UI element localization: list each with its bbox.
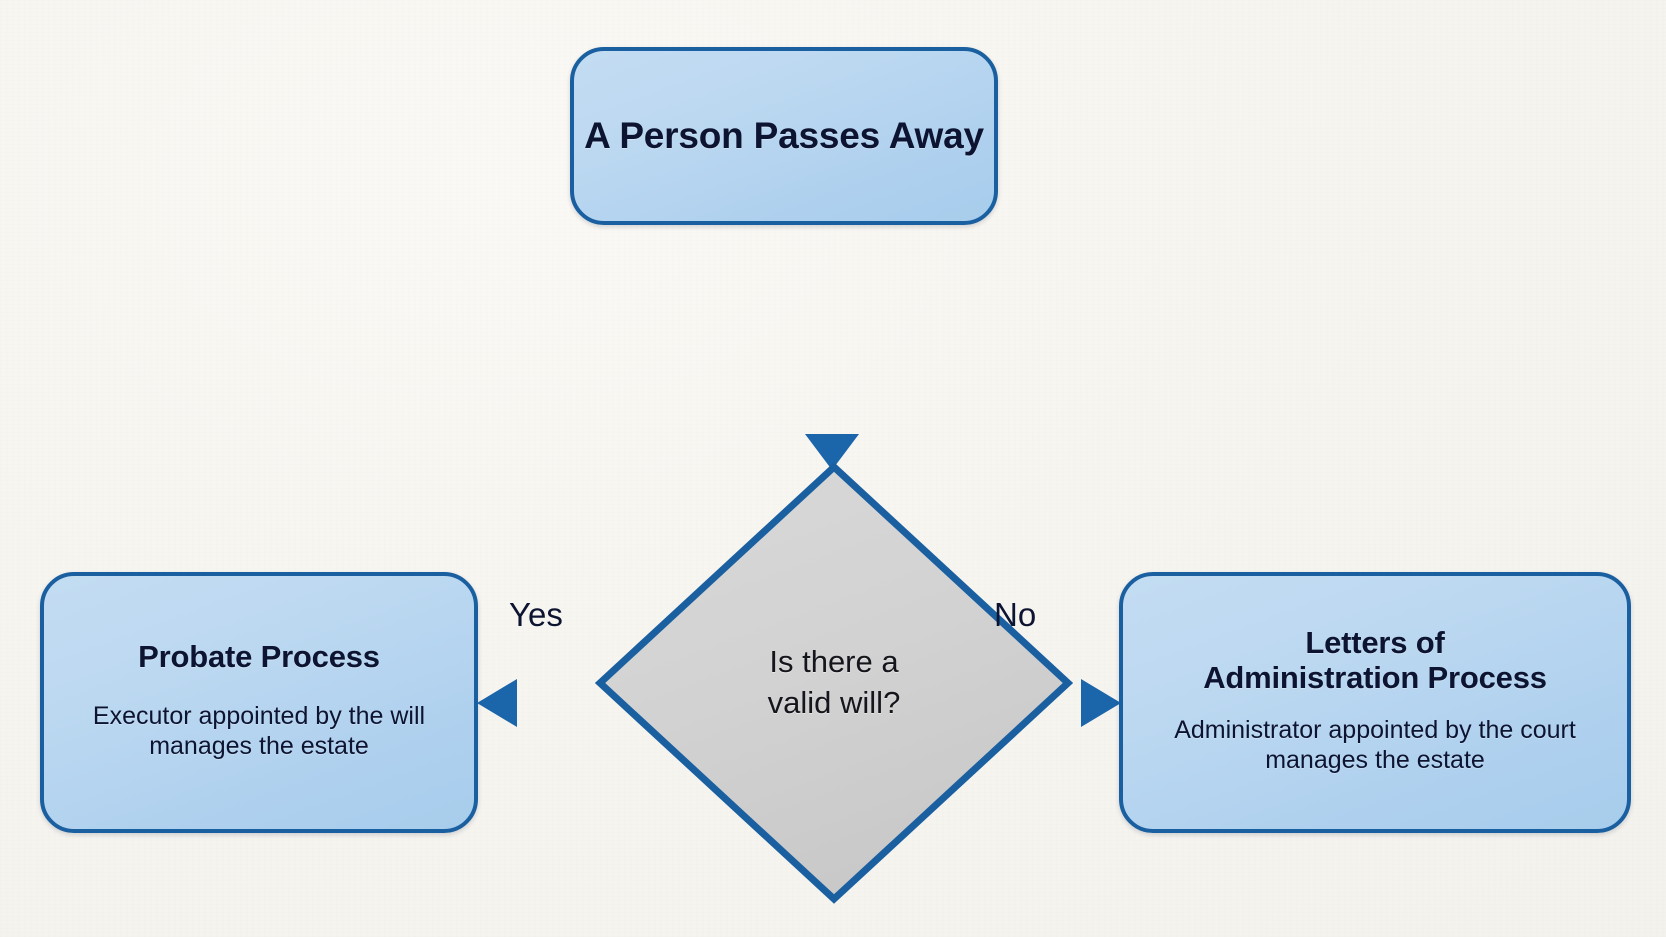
node-letters-of-administration-process[interactable]: Letters of Administration Process Admini… <box>1119 572 1631 833</box>
node-letters-subtitle: Administrator appointed by the court man… <box>1174 716 1576 775</box>
node-probate-process[interactable]: Probate Process Executor appointed by th… <box>40 572 478 833</box>
node-probate-subtitle: Executor appointed by the will manages t… <box>92 701 426 760</box>
node-letters-title-line2: Administration Process <box>1203 659 1547 695</box>
node-letters-title-line1: Letters of <box>1305 624 1445 660</box>
node-probate-title: Probate Process <box>138 639 380 675</box>
node-decision-line1: Is there a <box>769 644 899 680</box>
node-letters-title: Letters of Administration Process <box>1203 624 1547 695</box>
node-decision-line2: valid will? <box>767 685 901 720</box>
node-start-title: A Person Passes Away <box>584 115 984 157</box>
node-decision-label: Is there a valid will? <box>768 642 901 724</box>
edge-decision-to-letters <box>1066 679 1121 727</box>
edge-start-to-decision <box>805 224 859 470</box>
edge-label-no: No <box>994 596 1037 633</box>
edge-decision-to-probate <box>477 679 600 727</box>
edge-label-yes: Yes <box>509 596 563 633</box>
diamond-shape <box>595 462 1073 904</box>
node-decision-is-there-a-valid-will[interactable]: Is there a valid will? <box>595 462 1073 904</box>
node-a-person-passes-away[interactable]: A Person Passes Away <box>570 47 998 225</box>
